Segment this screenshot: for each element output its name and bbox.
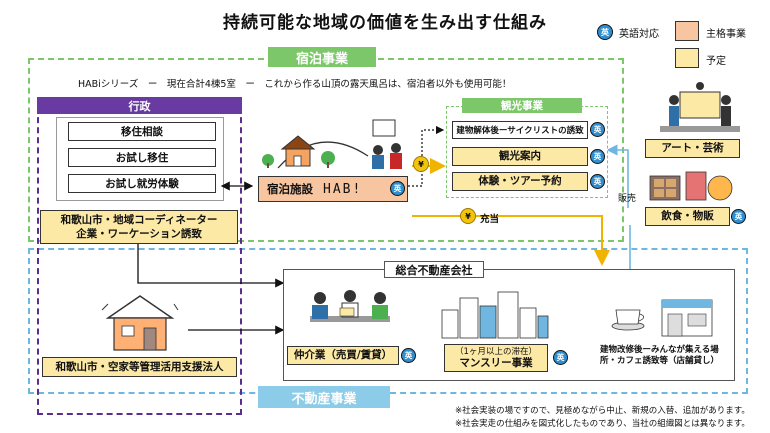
coordinator-line1: 和歌山市・地域コーディネーター bbox=[60, 213, 218, 226]
monthly-label: マンスリー事業 bbox=[459, 356, 533, 369]
realestate-label: 不動産事業 bbox=[258, 386, 390, 408]
yen-coin-allocation-icon: ¥ bbox=[460, 208, 476, 224]
legend-main-swatch bbox=[675, 21, 699, 41]
vacant-house-box: 和歌山市・空家等管理活用支援法人 bbox=[42, 357, 237, 377]
habi-logo: HAB! bbox=[323, 181, 363, 197]
food-english-badge-icon: 英 bbox=[731, 209, 746, 224]
brokerage-meeting-icon bbox=[310, 290, 390, 322]
house-hill-icon bbox=[262, 119, 402, 169]
yen-coin-icon: ¥ bbox=[413, 156, 429, 172]
legend-english-label: 英語対応 bbox=[619, 29, 659, 40]
art-performance-icon bbox=[660, 82, 740, 132]
money-allocation-flow bbox=[412, 215, 610, 266]
sales-label: 販売 bbox=[618, 194, 637, 204]
renovation-line1: 建物改修後ーみんなが集える場 bbox=[600, 345, 719, 355]
accommodation-label: 宿泊事業 bbox=[268, 47, 376, 67]
facility-label: 宿泊施設 bbox=[267, 182, 313, 196]
tourism-cyclist-english-badge-icon: 英 bbox=[590, 122, 605, 137]
admin-item-trial-migration: お試し移住 bbox=[68, 148, 216, 167]
sales-flow bbox=[606, 144, 629, 208]
coordinator-company-arrow bbox=[137, 244, 285, 288]
page-title: 持続可能な地域の価値を生み出す仕組み bbox=[223, 13, 547, 33]
english-badge-icon: 英 bbox=[597, 24, 613, 40]
administration-label: 行政 bbox=[37, 97, 242, 114]
admin-item-trial-work: お試し就労体験 bbox=[68, 174, 216, 193]
food-goods-icon bbox=[649, 171, 733, 201]
tourism-guide-english-badge-icon: 英 bbox=[590, 149, 605, 164]
facility-english-badge-icon: 英 bbox=[390, 181, 405, 196]
tourism-item-guide: 観光案内 bbox=[452, 147, 588, 166]
brokerage-box: 仲介業（売買/賃貸） bbox=[287, 346, 399, 365]
tourism-label: 観光事業 bbox=[462, 98, 582, 113]
realestate-company-label: 総合不動産会社 bbox=[384, 261, 484, 278]
coordinator-line2: 企業・ワーケーション誘致 bbox=[76, 228, 202, 240]
admin-item-consultation: 移住相談 bbox=[68, 122, 216, 141]
monthly-city-icon bbox=[441, 291, 549, 339]
cafe-shop-icon bbox=[611, 299, 713, 337]
monthly-sub: （1ヶ月以上の滞在） bbox=[455, 346, 537, 357]
monthly-english-badge-icon: 英 bbox=[553, 350, 568, 365]
art-box: アート・芸術 bbox=[645, 139, 740, 158]
footnote-2: ※社会実走の仕組みを図式化したものであり、当社の組織図とは異なります。 bbox=[455, 419, 750, 429]
brokerage-english-badge-icon: 英 bbox=[401, 348, 416, 363]
footnote-1: ※社会実装の場ですので、見極めながら中止、新規の入替、追加があります。 bbox=[455, 406, 750, 416]
coordinator-box: 和歌山市・地域コーディネーター 企業・ワーケーション誘致 bbox=[40, 210, 238, 244]
administration-items-frame bbox=[56, 117, 224, 201]
vacant-house-icon bbox=[101, 292, 179, 351]
renovation-text: 建物改修後ーみんなが集える場 所・カフェ誘致等（店舗貸し） bbox=[600, 345, 730, 368]
legend-planned-label: 予定 bbox=[706, 56, 726, 67]
renovation-line2: 所・カフェ誘致等（店舗貸し） bbox=[600, 356, 720, 367]
allocation-label: 充当 bbox=[480, 214, 500, 225]
accommodation-note: HABiシリーズ ー 現在合計4棟5室 ー これから作る山頂の露天風呂は、宿泊者… bbox=[78, 79, 512, 90]
tourism-item-cyclist: 建物解体後ーサイクリストの誘致 bbox=[452, 121, 588, 139]
accommodation-facility-box: 宿泊施設 HAB! bbox=[258, 176, 408, 202]
tourism-tour-english-badge-icon: 英 bbox=[590, 174, 605, 189]
legend-main-label: 主格事業 bbox=[706, 29, 746, 40]
tourism-item-tour: 体験・ツアー予約 bbox=[452, 172, 588, 191]
monthly-box: （1ヶ月以上の滞在） マンスリー事業 bbox=[444, 344, 548, 372]
legend-planned-swatch bbox=[675, 48, 699, 68]
food-box: 飲食・物販 bbox=[645, 207, 730, 226]
